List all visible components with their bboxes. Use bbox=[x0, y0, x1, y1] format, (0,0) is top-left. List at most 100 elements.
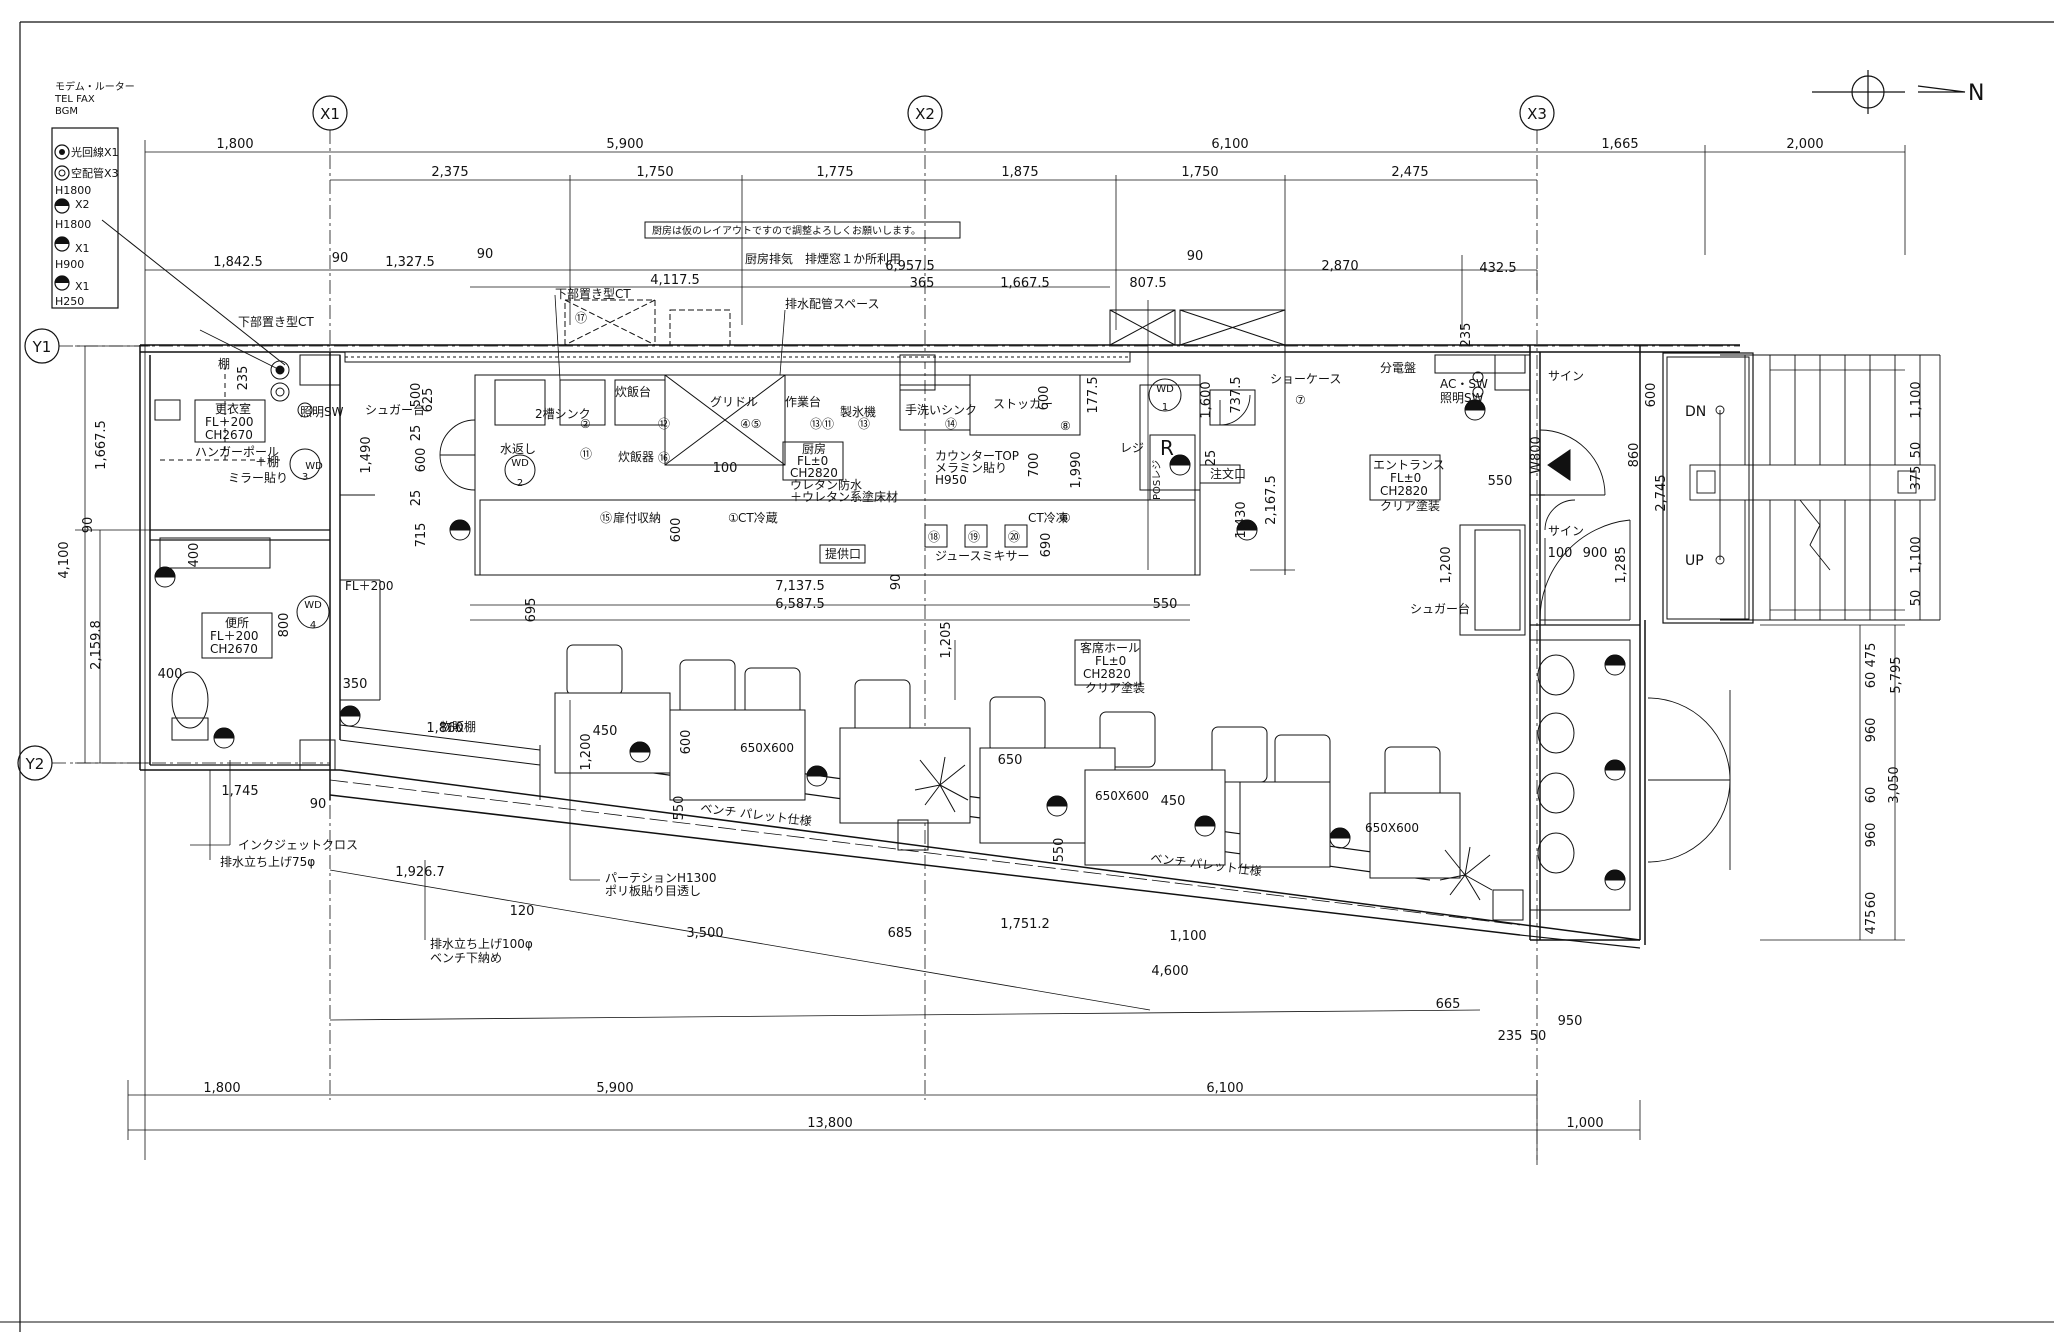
label-wd3: WD bbox=[305, 461, 323, 472]
outlet-symbol-1 bbox=[270, 360, 290, 380]
dim-mid-68: 4,600 bbox=[1151, 964, 1188, 979]
label-showcase: ショーケース bbox=[1270, 372, 1341, 386]
two-tank-sink bbox=[494, 379, 546, 426]
label-dressing-ch: CH2670 bbox=[205, 428, 253, 442]
dim-mid-15: 25 bbox=[409, 425, 424, 442]
dim-top1-1: 5,900 bbox=[606, 137, 643, 152]
label-n20: ⑳ bbox=[1008, 530, 1020, 544]
label-drain75: 排水立ち上げ75φ bbox=[220, 854, 315, 869]
legend-header-1: モデム・ルーター bbox=[55, 80, 135, 93]
dim-mid-20: 600 bbox=[669, 518, 684, 543]
legend-item-2: 空配管X3 bbox=[71, 166, 119, 180]
dim-mid-49: 60 bbox=[1864, 787, 1879, 804]
outlet-hall-fill-4 bbox=[1046, 795, 1068, 807]
outlet-toilet-fill-2 bbox=[213, 727, 235, 739]
dim-top3-12: 235 bbox=[1459, 323, 1474, 348]
label-sugar2: シュガー台 bbox=[1410, 601, 1470, 616]
outlet-hall-fill-2 bbox=[629, 741, 651, 753]
dim-mid-56: 600 bbox=[679, 730, 694, 755]
dim-bottom-2: 6,100 bbox=[1206, 1081, 1243, 1096]
wd1-circle bbox=[1148, 378, 1182, 412]
empty-conduit-inner-icon bbox=[58, 169, 66, 177]
dim-mid-2: 550 bbox=[1153, 597, 1178, 612]
dim-mid-71: 50 bbox=[1530, 1029, 1547, 1044]
under-ct-1 bbox=[564, 299, 656, 346]
grid-axes: X1 X2 X3 Y1 Y2 bbox=[17, 95, 1740, 1160]
dim-mid-32: 550 bbox=[1488, 474, 1513, 489]
legend-header-2: TEL FAX bbox=[54, 94, 95, 105]
dim-mid-16: 600 bbox=[414, 448, 429, 473]
dim-mid-48: 960 bbox=[1864, 718, 1879, 743]
column-square-5 bbox=[897, 819, 929, 851]
dim-mid-21: 700 bbox=[1027, 453, 1042, 478]
outlet-stool-fill-1 bbox=[1604, 654, 1626, 666]
dim-mid-11: 800 bbox=[277, 613, 292, 638]
dim-mid-31: 25 bbox=[1204, 450, 1219, 467]
label-melamine: メラミン貼り bbox=[935, 460, 1007, 475]
label-exhaust: 厨房排気 排煙窓１か所利用 bbox=[745, 251, 901, 266]
dim-mid-64: 3,500 bbox=[686, 926, 723, 941]
dim-mid-35: 900 bbox=[1583, 546, 1608, 561]
label-hall-fl: FL±0 bbox=[1095, 654, 1126, 668]
label-mizukoshi: 水返し bbox=[500, 442, 536, 456]
label-rice-cooker: 炊飯器 bbox=[618, 449, 654, 464]
dim-mid-72: 950 bbox=[1558, 1014, 1583, 1029]
outlet-toilet-fill bbox=[154, 566, 176, 578]
dim-mid-46: 475 bbox=[1864, 643, 1879, 668]
label-hanger: ハンガーポール bbox=[195, 445, 279, 459]
tables-and-chairs bbox=[554, 644, 1461, 879]
staircase bbox=[1689, 354, 1941, 621]
dim-mid-33: 1,200 bbox=[1439, 546, 1454, 583]
label-up: UP bbox=[1685, 553, 1704, 569]
label-door-storage: 扉付収納 bbox=[613, 511, 661, 525]
label-ct-fridge: CT冷蔵 bbox=[738, 511, 778, 525]
pos-register bbox=[1149, 434, 1196, 501]
dimension-lines bbox=[75, 140, 1906, 1165]
dim-mid-4: 1,205 bbox=[939, 621, 954, 658]
dim-left-3: 2,159.8 bbox=[89, 620, 104, 670]
label-table2: 650X600 bbox=[1095, 789, 1149, 803]
legend-item-4: X2 bbox=[75, 198, 90, 211]
dim-mid-65: 685 bbox=[888, 926, 913, 941]
label-light-sw1: 照明SW bbox=[300, 405, 344, 419]
label-clear2: クリア塗装 bbox=[1085, 680, 1145, 695]
label-stocker: ストッカー bbox=[993, 397, 1053, 411]
dim-mid-29: 1,430 bbox=[1234, 501, 1249, 538]
outlet-half-icon-2 bbox=[55, 237, 69, 244]
dim-mid-6: 1,745 bbox=[221, 784, 258, 799]
north-label: N bbox=[1968, 81, 1984, 106]
dim-top2-5: 2,475 bbox=[1391, 165, 1428, 180]
label-kitchen: 厨房 bbox=[802, 441, 826, 456]
dim-mid-25: 690 bbox=[1039, 533, 1054, 558]
label-drain-space: 排水配管スペース bbox=[785, 296, 880, 311]
dim-mid-39: 600 bbox=[1644, 383, 1659, 408]
dim-mid-0: 6,587.5 bbox=[775, 597, 825, 612]
grid-label-x3: X3 bbox=[1527, 105, 1547, 123]
outlet-symbol-2-inner bbox=[275, 387, 285, 397]
label-register: レジ bbox=[1120, 441, 1144, 455]
label-r: R bbox=[1160, 436, 1174, 460]
dim-mid-23: 177.5 bbox=[1086, 376, 1101, 413]
grid-label-x2: X2 bbox=[915, 105, 935, 123]
grid-label-y2: Y2 bbox=[25, 755, 45, 773]
label-wd1n: 1 bbox=[1162, 402, 1168, 413]
label-wd3n: 3 bbox=[302, 472, 308, 483]
legend-item-9: H250 bbox=[55, 295, 84, 308]
stair-start-dot-icon bbox=[1715, 405, 1725, 415]
label-ice-maker: 製氷機 bbox=[840, 404, 876, 419]
legend-item-6: X1 bbox=[75, 242, 90, 255]
legend-frame bbox=[51, 127, 119, 309]
dim-mid-3: 695 bbox=[524, 598, 539, 623]
dim-bottom-0: 1,800 bbox=[203, 1081, 240, 1096]
dim-bottom-4: 1,000 bbox=[1566, 1116, 1603, 1131]
label-hanger2: ＋棚 bbox=[255, 454, 279, 469]
dim-mid-42: 50 bbox=[1909, 442, 1924, 459]
entrance-arrow-icon bbox=[1547, 449, 1571, 481]
column-square-2 bbox=[299, 354, 341, 386]
dim-top3-7: 1,667.5 bbox=[1000, 276, 1050, 291]
label-ac-sw: AC・SW bbox=[1440, 377, 1488, 391]
light-sw-icon bbox=[1472, 386, 1484, 398]
dim-top1-3: 1,665 bbox=[1601, 137, 1638, 152]
legend-item-3: H1800 bbox=[55, 184, 91, 197]
